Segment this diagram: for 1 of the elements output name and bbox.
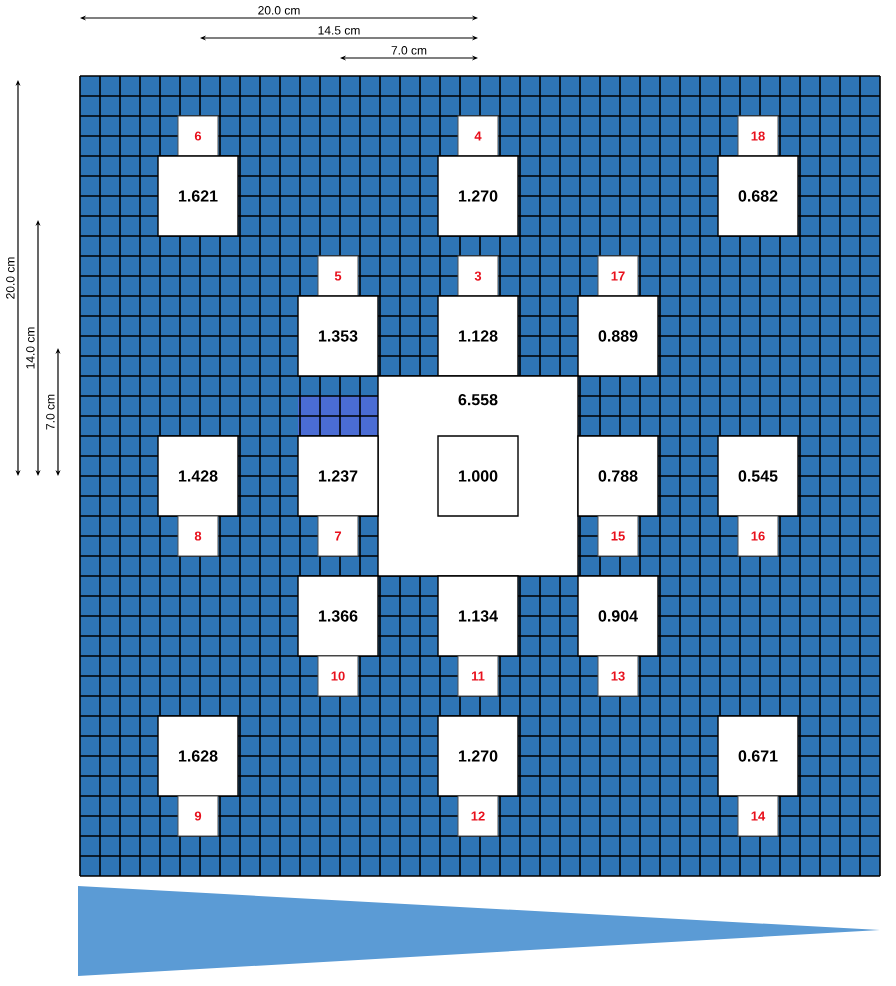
value-box: 1.000: [437, 435, 519, 517]
